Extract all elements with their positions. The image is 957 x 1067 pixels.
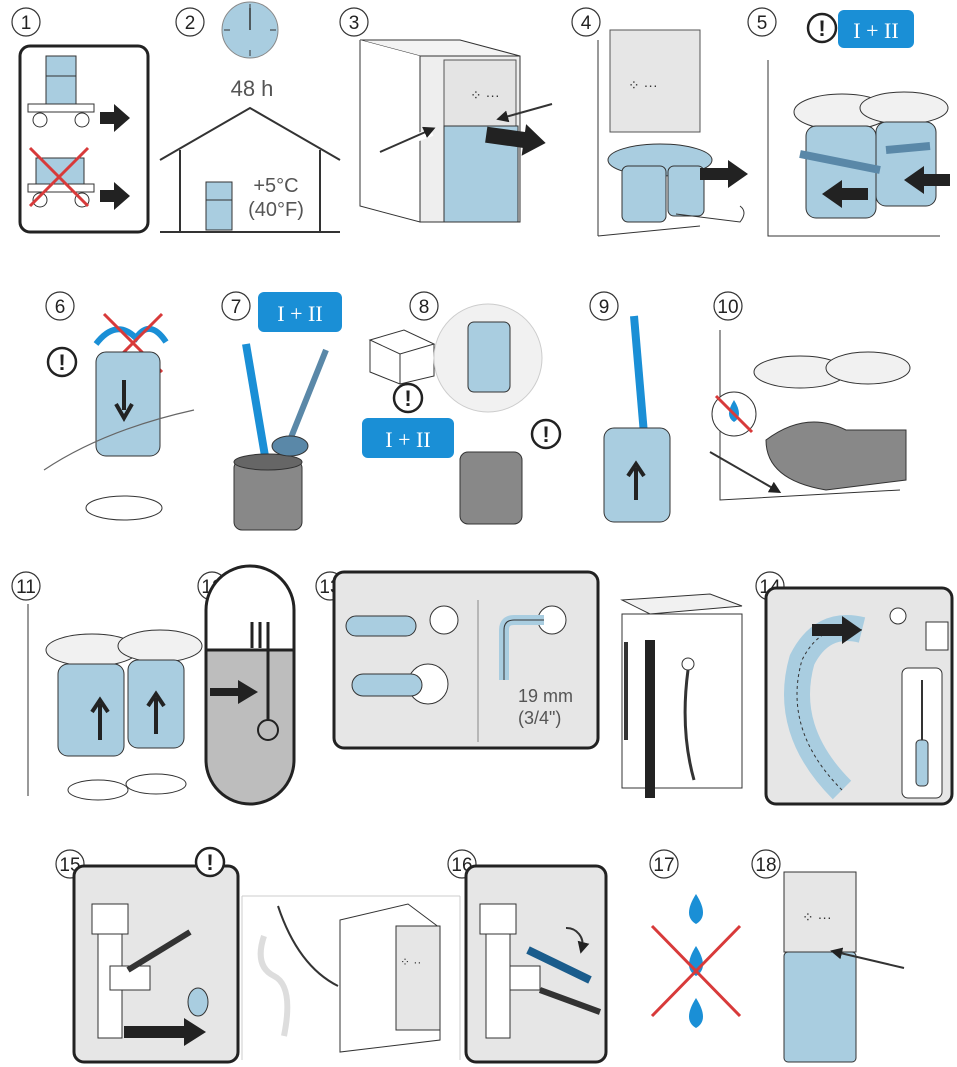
step-6-panel: 6 ! [44,292,194,520]
water-stream-icon [634,316,644,434]
appliance-back-icon [622,594,742,798]
svg-text:!: ! [58,350,65,375]
step-number: 18 [755,855,776,876]
svg-text:!: ! [542,422,549,447]
step-16-panel: 16 [448,850,606,1062]
step-number: 11 [16,577,36,598]
size-inch-label: (3/4") [518,708,561,728]
cloth-icon [766,422,906,490]
filter-badge: I + II [258,292,342,332]
step-7-panel: 7 I + II [222,292,342,530]
water-drop-prohibited-icon [712,392,756,436]
step-15-panel: 15 ! [56,848,238,1062]
filter-cartridge [468,322,510,392]
step-number: 2 [185,13,196,34]
under-sink-scene: ⁘ ·· [242,896,460,1060]
water-drop-icon [689,998,703,1028]
wait-time-label: 48 h [231,76,274,101]
svg-text:I + II: I + II [385,427,430,452]
appliance-open-icon: ⁘ ··· [598,30,744,236]
hose-connector [346,616,416,636]
warning-icon: ! [48,348,76,376]
step-17-panel: 17 [650,850,740,1028]
step-9-panel: 9 [590,292,670,522]
front-cover [784,952,856,1062]
step-number: 4 [581,13,592,34]
svg-text:!: ! [206,850,213,875]
rotate-arrow-icon [86,496,162,520]
step-1-panel: 1 [12,8,148,232]
step-5-panel: 5 ! I + II [748,8,950,236]
filter-badge: I + II [362,418,454,458]
step-number: 10 [717,297,738,318]
filter-badge: I + II [838,10,914,48]
brush-icon [290,350,326,440]
clock-icon [222,2,278,58]
step-number: 8 [419,297,430,318]
svg-text:⁘ ···: ⁘ ··· [470,87,500,103]
step-number: 6 [55,297,66,318]
svg-text:⁘ ···: ⁘ ··· [628,77,658,93]
step-11-panel: 11 [12,572,202,800]
filter-housing [96,352,160,456]
water-drop-icon [689,894,703,924]
step-12-panel: 12 [198,566,294,804]
svg-text:!: ! [818,16,825,41]
step-3-panel: 3 ⁘ ··· [340,8,552,222]
warning-icon: ! [394,384,422,412]
step-10-panel: 10 [710,292,910,500]
temperature-celsius: +5°C [253,175,298,197]
svg-text:⁘ ··: ⁘ ·· [400,955,421,969]
step-number: 1 [21,13,32,34]
step-2-panel: 2 48 h +5°C (40°F) [160,2,340,232]
step-number: 7 [231,297,242,318]
step-number: 3 [349,13,360,34]
water-stream-icon [246,344,266,462]
svg-text:⁘ ···: ⁘ ··· [802,909,832,925]
warning-icon: ! [808,14,836,42]
step-number: 5 [757,13,768,34]
step-4-panel: 4 ⁘ ··· [572,8,748,236]
filter-housing [460,452,522,524]
size-mm-label: 19 mm [518,686,573,706]
filter-housings-icon [768,60,948,236]
svg-text:I + II: I + II [853,18,898,43]
temperature-fahrenheit: (40°F) [248,199,304,221]
water-level-indicator [206,650,294,804]
step-14-panel: 14 [756,572,952,804]
step-18-panel: 18 ⁘ ··· [752,850,904,1062]
step-number: 9 [599,297,610,318]
warning-icon: ! [532,420,560,448]
svg-text:I + II: I + II [277,301,322,326]
svg-text:!: ! [404,386,411,411]
warning-icon: ! [196,848,224,876]
step-number: 17 [653,855,674,876]
step-8-panel: 8 ! I + II ! [362,292,560,524]
package-icon [370,330,434,384]
step-13-panel: 13 19 mm (3/4") [316,572,742,798]
